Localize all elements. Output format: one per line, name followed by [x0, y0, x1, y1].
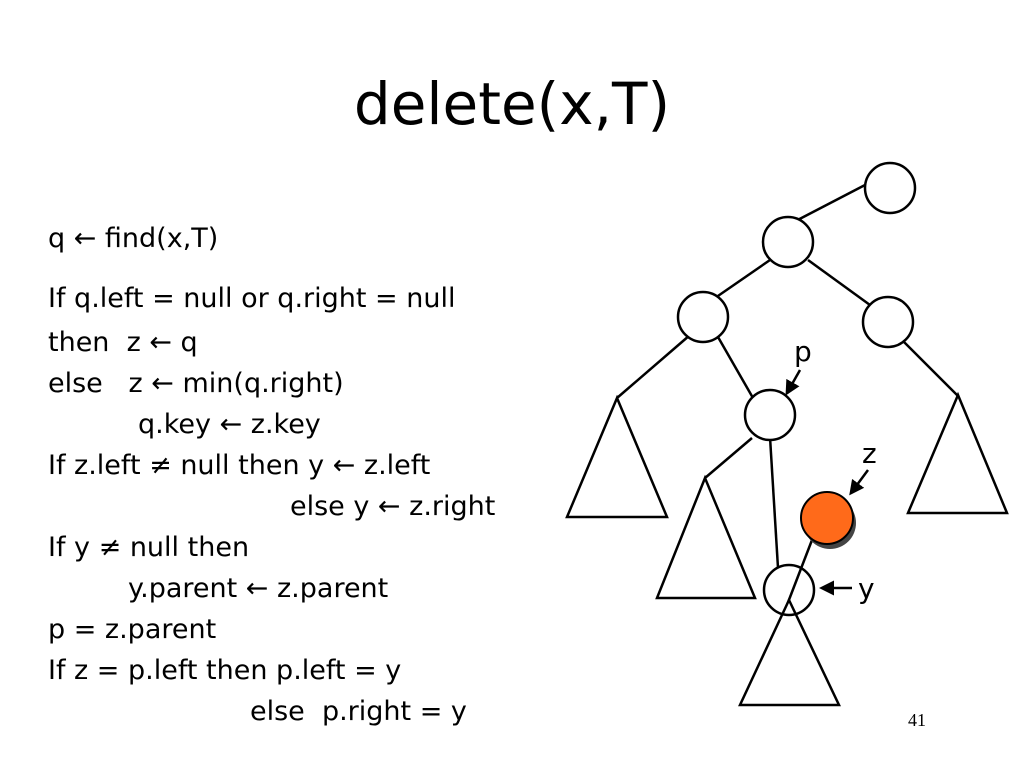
tree-node-a: [761, 215, 815, 269]
code-line-then: then z ← q: [48, 327, 198, 358]
code-line-if-z-left: If z = p.left then p.left = y: [48, 655, 402, 686]
subtree-triangle-p: [655, 474, 757, 600]
tree-node-c: [861, 295, 915, 349]
subtree-triangle-y: [738, 597, 841, 707]
edge-root-left: [787, 183, 866, 227]
code-line-else-min: else z ← min(q.right): [48, 368, 344, 399]
tree-node-p: [743, 388, 797, 442]
subtree-triangle-c: [906, 391, 1009, 515]
edge-b-p: [716, 336, 755, 399]
code-line-set-parent: y.parent ← z.parent: [128, 573, 389, 604]
tree-node-b: [676, 290, 730, 344]
code-line-find: q ← find(x,T): [48, 223, 219, 254]
code-line-else-pright: else p.right = y: [250, 696, 467, 727]
label-z: z: [862, 437, 877, 470]
slide-title: delete(x,T): [353, 70, 671, 138]
code-line-else-zright: else y ← z.right: [290, 491, 496, 522]
arrow-z: [849, 469, 870, 496]
edge-a-left: [714, 258, 771, 300]
code-line-if-null-child: If q.left = null or q.right = null: [48, 283, 456, 314]
edge-b-subtree: [616, 334, 691, 399]
edge-p-subtree: [704, 437, 753, 479]
code-line-copy-key: q.key ← z.key: [138, 409, 321, 440]
tree-node-root: [863, 161, 917, 215]
slide-number: 41: [908, 710, 926, 730]
label-y: y: [858, 572, 875, 605]
tree-node-y: [762, 563, 816, 617]
arrow-p: [785, 369, 802, 396]
code-line-if-y-not-null: If y ≠ null then: [48, 532, 250, 563]
edge-p-y: [768, 436, 780, 569]
tree-node-z: [800, 491, 854, 545]
code-line-p-assign: p = z.parent: [48, 614, 217, 645]
label-p: p: [794, 335, 812, 368]
code-line-if-zleft: If z.left ≠ null then y ← z.left: [48, 450, 431, 481]
edge-c-subtree: [901, 339, 959, 397]
subtree-triangle-b: [565, 394, 669, 519]
edge-a-right: [807, 258, 871, 307]
